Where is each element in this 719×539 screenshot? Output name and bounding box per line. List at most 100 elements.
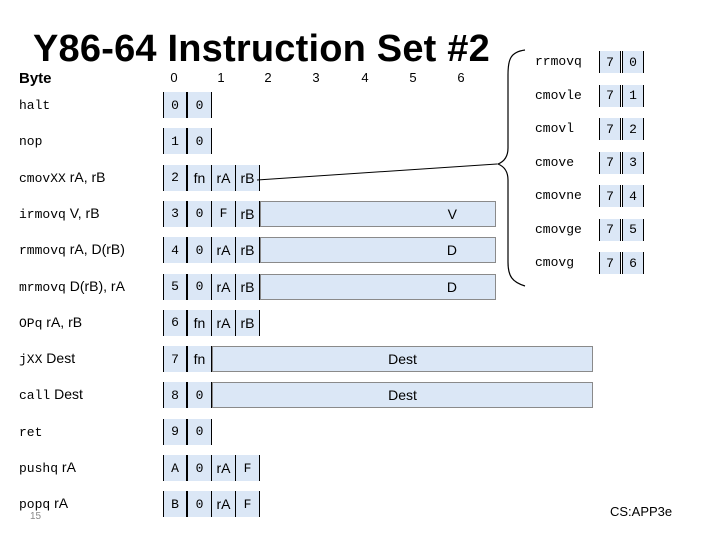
footer-text: CS:APP3e	[610, 504, 673, 519]
instruction-label: pushq rA	[19, 459, 76, 476]
byte-cell: 0	[187, 382, 212, 409]
byte-cell: 0	[187, 128, 212, 155]
cmov-byte-cell: 7	[599, 118, 621, 140]
instruction-operands: rA, D(rB)	[65, 241, 125, 258]
byte-number-5: 5	[409, 70, 417, 85]
byte-cell: 7	[163, 346, 187, 373]
cmov-byte-cell: 3	[622, 151, 644, 174]
byte-cell: rA	[211, 164, 236, 191]
byte-cell: 8	[163, 382, 187, 409]
cmov-byte-cell: 7	[599, 252, 621, 274]
immediate-field: V	[260, 200, 496, 227]
cmov-byte-cell: 7	[599, 51, 621, 73]
cmov-variant-name: cmovne	[535, 188, 582, 203]
cmov-byte-cell: 7	[599, 84, 621, 107]
byte-cell: 6	[163, 309, 187, 336]
byte-cell: F	[235, 491, 260, 518]
byte-cell: 0	[187, 273, 212, 300]
instruction-label: OPq rA, rB	[19, 314, 82, 331]
cmov-connector-line	[256, 163, 498, 181]
cmov-byte-cell: 6	[622, 252, 644, 274]
cmov-byte-cell: 4	[622, 185, 644, 207]
immediate-field: Dest	[212, 346, 593, 373]
instruction-label: ret	[19, 423, 42, 440]
byte-cell: 0	[187, 455, 212, 481]
instruction-mnemonic: irmovq	[19, 206, 66, 222]
instruction-mnemonic: pushq	[19, 461, 59, 476]
byte-cell: rA	[211, 491, 236, 518]
byte-cell: 4	[163, 237, 187, 264]
cmov-byte-cell: 0	[622, 51, 644, 73]
cmov-variant-name: cmovl	[535, 121, 575, 136]
instruction-operands: Dest	[42, 350, 76, 367]
instruction-label: irmovq V, rB	[19, 205, 100, 222]
instruction-mnemonic: mrmovq	[19, 279, 66, 295]
instruction-label: popq rA	[19, 495, 68, 512]
byte-cell: rB	[235, 237, 260, 264]
byte-cell: 0	[187, 418, 212, 445]
instruction-mnemonic: ret	[19, 424, 43, 440]
cmov-brace	[496, 49, 526, 287]
instruction-label: cmovXX rA, rB	[19, 169, 105, 186]
byte-cell: A	[163, 455, 187, 481]
immediate-field: D	[260, 237, 496, 264]
instruction-operands: Dest	[50, 386, 83, 403]
cmov-variant-name: cmove	[535, 154, 575, 170]
instruction-label: halt	[19, 96, 50, 113]
instruction-label: nop	[19, 132, 42, 149]
instruction-operands: rA, rB	[42, 313, 83, 330]
byte-number-4: 4	[361, 70, 369, 85]
immediate-field-label: V	[447, 205, 457, 222]
byte-number-6: 6	[457, 70, 465, 85]
byte-cell: 9	[163, 418, 187, 445]
instruction-label: jXX Dest	[19, 350, 75, 367]
byte-cell: fn	[187, 309, 212, 336]
instruction-operands: rA	[50, 495, 69, 512]
cmov-byte-cell: 2	[622, 118, 644, 140]
byte-label: Byte	[19, 70, 52, 87]
immediate-field: Dest	[212, 382, 593, 409]
byte-cell: rB	[235, 309, 260, 336]
instruction-mnemonic: halt	[19, 98, 51, 113]
cmov-byte-cell: 7	[599, 185, 621, 207]
instruction-mnemonic: call	[19, 388, 51, 404]
cmov-byte-cell: 1	[622, 84, 644, 107]
instruction-mnemonic: OPq	[19, 315, 43, 331]
slide-title: Y86-64 Instruction Set #2	[33, 28, 490, 70]
byte-cell: 0	[163, 92, 187, 118]
byte-number-0: 0	[170, 70, 178, 85]
byte-cell: fn	[187, 346, 212, 373]
page-number: 15	[30, 511, 42, 522]
instruction-operands: V, rB	[65, 204, 100, 221]
instruction-mnemonic: rmmovq	[19, 243, 66, 259]
cmov-byte-cell: 7	[599, 218, 621, 241]
cmov-byte-cell: 5	[622, 218, 644, 241]
byte-cell: 5	[163, 273, 187, 300]
immediate-field: D	[260, 273, 496, 300]
byte-cell: 0	[187, 491, 212, 518]
byte-cell: 1	[163, 128, 187, 155]
cmov-variant-name: rrmovq	[535, 54, 582, 69]
byte-cell: 2	[163, 164, 187, 191]
immediate-field-label: Dest	[388, 387, 417, 404]
byte-cell: F	[235, 455, 260, 481]
instruction-mnemonic: nop	[19, 134, 43, 150]
instruction-label: rmmovq rA, D(rB)	[19, 241, 125, 258]
cmov-variant-name: cmovg	[535, 255, 575, 270]
instruction-mnemonic: cmovXX	[19, 170, 66, 186]
byte-cell: rB	[235, 273, 260, 300]
byte-cell: B	[163, 491, 187, 518]
immediate-field-label: Dest	[388, 351, 417, 368]
instruction-operands: D(rB), rA	[65, 277, 125, 294]
immediate-field-label: D	[446, 242, 457, 259]
byte-cell: 0	[187, 200, 212, 227]
instruction-operands: rA	[58, 459, 76, 475]
byte-number-3: 3	[312, 70, 320, 85]
byte-number-2: 2	[264, 70, 272, 85]
byte-cell: rB	[235, 164, 260, 191]
cmov-variant-name: cmovle	[535, 87, 582, 103]
byte-cell: rA	[211, 273, 236, 300]
immediate-field-label: D	[446, 278, 457, 295]
byte-cell: 3	[163, 200, 187, 227]
